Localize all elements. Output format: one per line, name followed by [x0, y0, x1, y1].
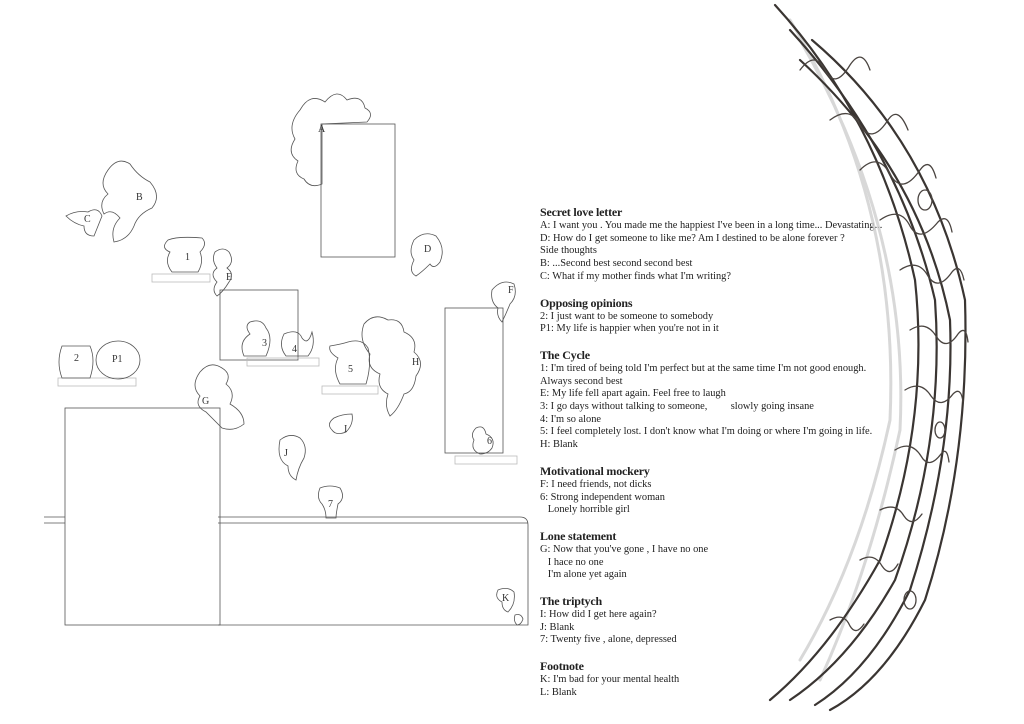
blob-g	[194, 364, 245, 430]
line: D: How do I get someone to like me? Am I…	[540, 232, 845, 244]
label-1: 1	[185, 252, 190, 263]
vase-5	[329, 340, 370, 385]
blob-l	[513, 614, 524, 626]
vase-p1	[95, 340, 141, 380]
line: Lonely horrible girl	[540, 504, 630, 516]
section-title: Lone statement	[540, 528, 617, 543]
section-title: Motivational mockery	[540, 463, 650, 478]
shelf-3	[246, 357, 320, 367]
section-footnote: Footnote K: I'm bad for your mental heal…	[540, 659, 900, 699]
line: 5: I feel completely lost. I don't know …	[540, 426, 873, 438]
label-g: G	[202, 396, 209, 407]
line: E: My life fell apart again. Feel free t…	[540, 388, 726, 400]
label-f: F	[508, 285, 514, 296]
blob-a	[290, 93, 371, 187]
shelf-2	[57, 377, 137, 387]
blob-j	[278, 435, 306, 481]
section-title: Opposing opinions	[540, 295, 633, 310]
vase-3	[241, 320, 271, 357]
line: 4: I'm so alone	[540, 413, 602, 425]
line: F: I need friends, not dicks	[540, 478, 652, 490]
text-key: Secret love letter A: I want you . You m…	[540, 205, 900, 712]
line: J: Blank	[540, 621, 575, 633]
blob-b	[101, 160, 157, 243]
section-the-cycle: The Cycle 1: I'm tired of being told I'm…	[540, 348, 900, 452]
section-lone-statement: Lone statement G: Now that you've gone ,…	[540, 529, 900, 582]
line: L: Blank	[540, 686, 577, 698]
section-motivational-mockery: Motivational mockery F: I need friends, …	[540, 464, 900, 517]
line: K: I'm bad for your mental health	[540, 674, 680, 686]
label-3: 3	[262, 338, 267, 349]
blob-i	[329, 413, 353, 434]
vase-1	[164, 236, 205, 273]
line: I: How did I get here again?	[540, 609, 657, 621]
vase-7	[318, 485, 343, 519]
section-title: Secret love letter	[540, 205, 623, 219]
line: A: I want you . You made me the happiest…	[540, 220, 883, 231]
panel-a	[320, 123, 396, 258]
wire-sculpture-photo	[768, 3, 969, 712]
label-a: A	[318, 124, 326, 135]
blob-e	[212, 248, 232, 297]
label-b: B	[136, 192, 143, 203]
label-2: 2	[74, 353, 79, 364]
shelf-6	[454, 455, 518, 465]
line: 3: I go days without talking to someone,…	[540, 401, 814, 413]
wall-left	[64, 407, 221, 626]
line: C: What if my mother finds what I'm writ…	[540, 270, 731, 282]
label-i: I	[344, 424, 347, 435]
installation-floor-plan: A B C D 1 E F 2 P1 3 4 5 H G I J 6 7 K	[44, 93, 529, 626]
line: P1: My life is happier when you're not i…	[540, 323, 719, 335]
label-4: 4	[292, 344, 297, 355]
line: G: Now that you've gone , I have no one	[540, 543, 709, 555]
vase-4	[281, 330, 314, 357]
blob-f	[491, 281, 516, 323]
label-5: 5	[348, 364, 353, 375]
line: B: ...Second best second second best	[540, 258, 693, 270]
section-title: The triptych	[540, 594, 602, 609]
label-e: E	[226, 272, 232, 283]
section-opposing-opinions: Opposing opinions 2: I just want to be s…	[540, 296, 900, 336]
blob-h	[361, 316, 421, 417]
label-j: J	[284, 448, 288, 459]
line: H: Blank	[540, 439, 578, 451]
line: Always second best	[540, 375, 623, 387]
panel-e	[219, 289, 299, 361]
section-title: Footnote	[540, 659, 584, 674]
line: 1: I'm tired of being told I'm perfect b…	[540, 362, 867, 374]
bench	[44, 516, 529, 626]
line: I'm alone yet again	[540, 569, 627, 581]
line: 6: Strong independent woman	[540, 491, 665, 503]
line: 2: I just want to be someone to somebody	[540, 310, 714, 322]
line: I hace no one	[540, 556, 604, 568]
label-k: K	[502, 593, 510, 604]
shelf-1	[151, 273, 211, 283]
panel-f	[444, 307, 504, 454]
label-d: D	[424, 244, 431, 255]
line: Side thoughts	[540, 245, 597, 257]
section-secret-love-letter: Secret love letter A: I want you . You m…	[540, 205, 900, 284]
vase-2	[58, 345, 94, 379]
blob-c	[65, 209, 103, 237]
section-the-triptych: The triptych I: How did I get here again…	[540, 594, 900, 647]
blob-k	[496, 588, 515, 613]
vase-6	[472, 426, 494, 455]
label-6: 6	[487, 436, 492, 447]
shelf-5	[321, 385, 379, 395]
line: 7: Twenty five , alone, depressed	[540, 634, 677, 646]
label-p1: P1	[112, 354, 123, 365]
label-c: C	[84, 214, 91, 225]
blob-d	[410, 233, 443, 277]
label-h: H	[412, 357, 419, 368]
section-title: The Cycle	[540, 347, 590, 362]
label-7: 7	[328, 499, 333, 510]
